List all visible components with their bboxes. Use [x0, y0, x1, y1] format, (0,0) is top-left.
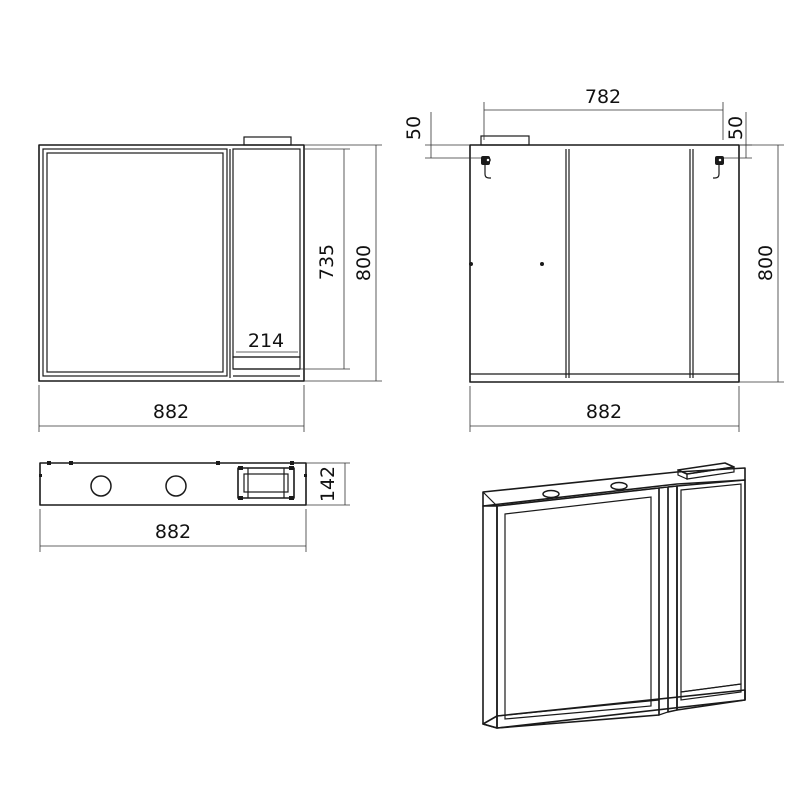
- dim-top-depth: 142: [317, 466, 339, 502]
- front-view: 214 882 735 800: [38, 136, 382, 432]
- dim-front-height: 800: [353, 245, 375, 281]
- dim-front-width: 882: [153, 401, 189, 423]
- dim-offset-left: 50: [403, 116, 425, 140]
- dim-shelf-height: 735: [316, 244, 338, 280]
- dim-offset-right: 50: [725, 116, 747, 140]
- top-view: 142 882: [39, 461, 350, 552]
- dim-back-height: 800: [755, 245, 777, 281]
- dim-back-width: 882: [586, 401, 622, 423]
- hook-right-icon: [713, 156, 724, 179]
- isometric-view: [482, 462, 746, 729]
- dim-mount-spacing: 782: [585, 86, 621, 108]
- dim-shelf-width: 214: [248, 330, 284, 352]
- hook-left-icon: [481, 156, 491, 179]
- dim-top-width: 882: [155, 521, 191, 543]
- back-view: 782 50 50 800 882: [403, 86, 784, 432]
